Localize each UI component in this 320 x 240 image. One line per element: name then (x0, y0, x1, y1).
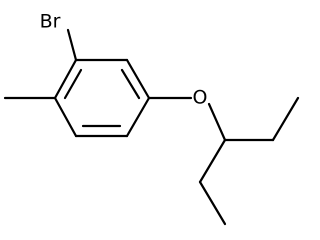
oxygen-label: O (193, 87, 208, 109)
o-c-bond (207, 102, 227, 142)
ring-double-bond-c5-c6 (120, 68, 141, 100)
ring-bond-c1-c2 (53, 58, 78, 100)
atom-labels: Br O (40, 11, 208, 109)
chemical-structure: Br O (3, 11, 300, 226)
c-br-bond (66, 28, 78, 62)
ring-double-bond-c1-c2 (63, 68, 83, 100)
bonds (3, 28, 300, 226)
bromine-label: Br (40, 11, 61, 33)
ethyl-upper-bond-2 (271, 96, 300, 142)
ring-bond-c4-c5 (125, 96, 151, 138)
ring-bond-c2-c3 (53, 96, 78, 138)
ring-bond-c5-c6 (125, 58, 151, 100)
ethyl-lower-bond-1 (198, 138, 227, 184)
ethyl-lower-bond-2 (198, 180, 227, 226)
